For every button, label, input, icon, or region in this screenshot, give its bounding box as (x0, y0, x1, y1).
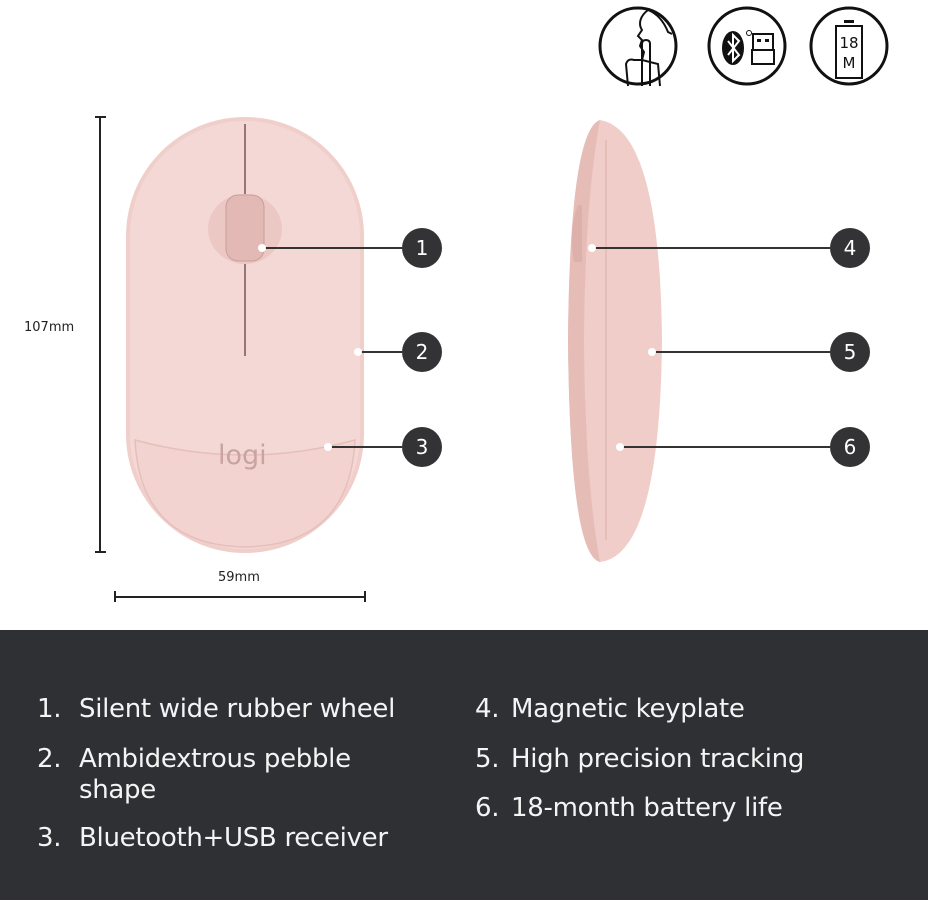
battery-label-bottom: M (843, 54, 856, 72)
callout-dots (258, 244, 656, 451)
callout-6: 6 (830, 427, 870, 467)
mouse-side-view (568, 120, 662, 562)
logi-logo: logi (218, 440, 267, 471)
feature-item: 3.Bluetooth+USB receiver (37, 823, 388, 853)
features-panel (0, 630, 928, 900)
silent-click-icon (598, 6, 678, 87)
feature-item: 1.Silent wide rubber wheel (37, 694, 396, 724)
height-dimension-label: 107mm (24, 320, 75, 335)
callout-3: 3 (402, 427, 442, 467)
callout-5: 5 (830, 332, 870, 372)
callout-1: 1 (402, 228, 442, 268)
callout-2: 2 (402, 332, 442, 372)
feature-item: 6.18-month battery life (475, 793, 783, 823)
callout-4: 4 (830, 228, 870, 268)
feature-item: 4.Magnetic keyplate (475, 694, 745, 724)
feature-item: 2.Ambidextrous pebble shape (37, 744, 351, 805)
battery-label-top: 18 (839, 34, 858, 52)
feature-item: 5.High precision tracking (475, 744, 805, 774)
battery-18-months-icon: 18 M (809, 6, 889, 86)
width-dimension-label: 59mm (218, 570, 260, 585)
bluetooth-usb-receiver-icon (707, 6, 787, 86)
product-illustration (95, 116, 830, 602)
width-dimension-line (114, 591, 366, 602)
height-dimension-line (95, 116, 106, 553)
mouse-top-view (126, 117, 364, 553)
